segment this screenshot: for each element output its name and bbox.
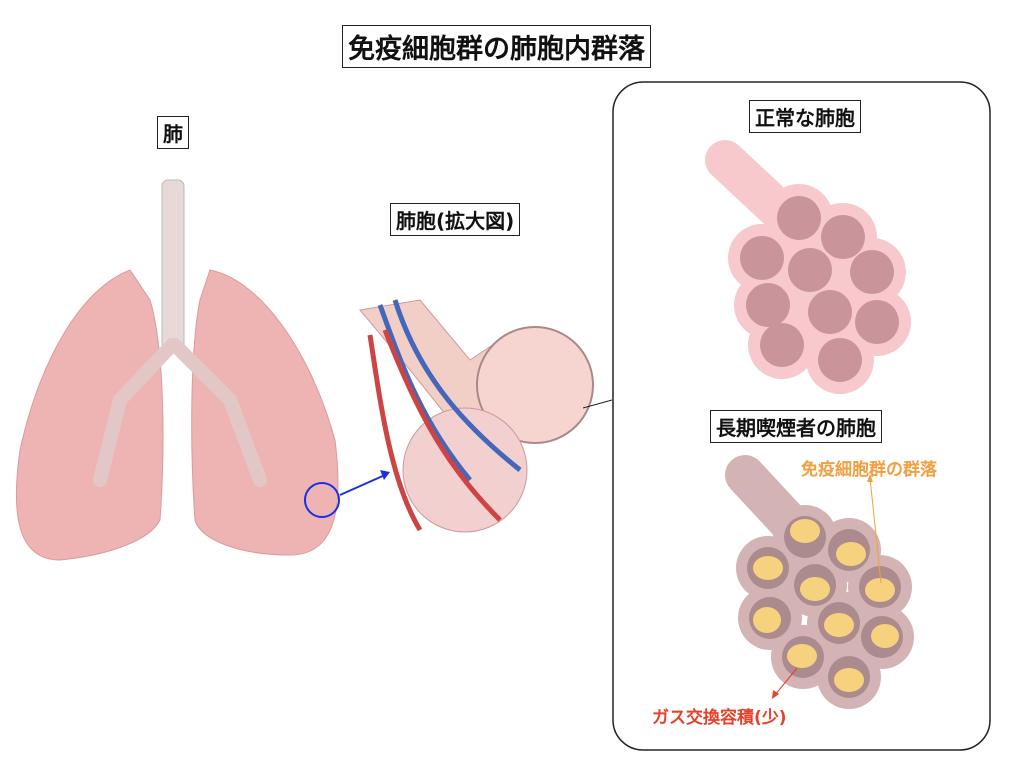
- zoom-circle: [304, 482, 340, 518]
- colony-annotation: 免疫細胞群の群落: [801, 460, 937, 480]
- immune-cell-colonies: [753, 519, 899, 692]
- alveoli-label: 肺胞(拡大図): [390, 203, 521, 236]
- lung-label: 肺: [157, 116, 189, 149]
- normal-alveolus-label: 正常な肺胞: [749, 100, 861, 133]
- smoker-alveolus-illustration: [725, 455, 914, 709]
- alveoli-illustration: [359, 299, 613, 533]
- page-title: 免疫細胞群の肺胞内群落: [342, 25, 651, 68]
- smoker-alveolus-label: 長期喫煙者の肺胞: [710, 410, 882, 443]
- arrow-icon: [380, 470, 390, 480]
- normal-alveolus-illustration: [705, 140, 911, 394]
- lung-illustration: [15, 179, 390, 561]
- gas-exchange-annotation: ガス交換容積(少): [652, 708, 787, 728]
